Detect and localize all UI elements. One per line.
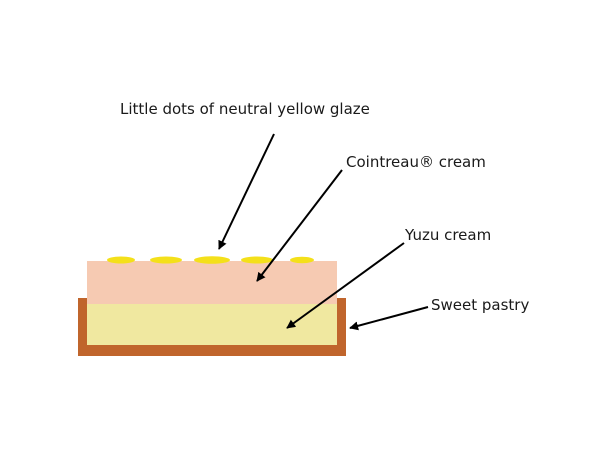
glaze-arrow — [218, 133, 275, 250]
glaze-dot — [150, 256, 182, 264]
glaze-dot — [290, 256, 314, 264]
cointreau-cream-layer — [87, 261, 337, 304]
cointreau-arrow — [256, 169, 343, 282]
glaze-dot — [194, 256, 230, 264]
glaze-dot — [241, 256, 273, 264]
glaze-dot — [107, 256, 135, 264]
sweet-pastry-layer — [78, 298, 346, 356]
pastry-arrow — [349, 306, 429, 331]
yuzu-cream-layer — [87, 304, 337, 345]
glaze-dots — [107, 256, 314, 264]
yuzu-cream-label: Yuzu cream — [405, 226, 492, 244]
glaze-label: Little dots of neutral yellow glaze — [120, 100, 370, 118]
sweet-pastry-label: Sweet pastry — [431, 296, 530, 314]
yuzu-arrow — [286, 242, 405, 329]
cointreau-cream-label: Cointreau® cream — [346, 153, 486, 171]
